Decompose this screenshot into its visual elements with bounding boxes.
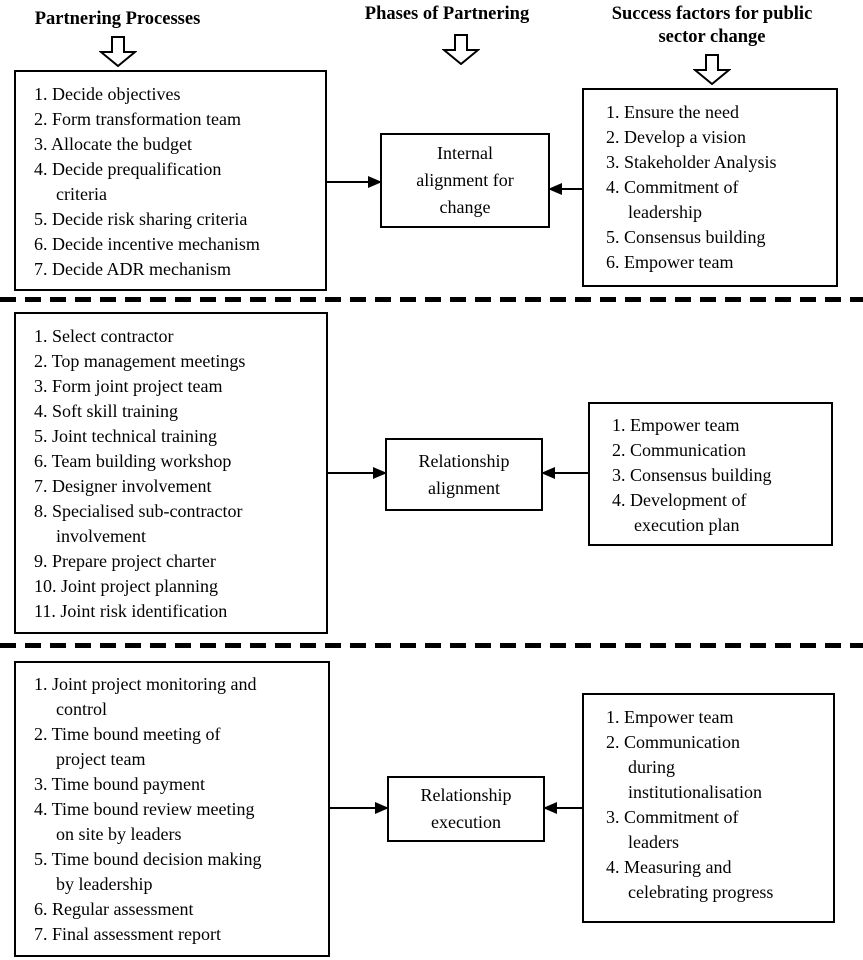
list-item: 3. Form joint project team bbox=[34, 376, 223, 396]
list-item: 4. Soft skill training bbox=[34, 401, 178, 421]
list-item: 1. Ensure the need bbox=[606, 102, 739, 122]
list-item: 5. Time bound decision making by leaders… bbox=[34, 849, 262, 894]
list-item: 8. Specialised sub-contractor involvemen… bbox=[34, 501, 243, 546]
list-item: 4. Commitment of leadership bbox=[606, 177, 739, 222]
factors-box-internal-alignment: 1. Ensure the need 2. Develop a vision 3. … bbox=[582, 88, 838, 287]
list-item: 1. Empower team bbox=[606, 707, 734, 727]
list-item: 6. Decide incentive mechanism bbox=[34, 234, 260, 254]
phase-label: Relationship execution bbox=[420, 785, 512, 832]
factors-box-relationship-alignment: 1. Empower team 2. Communication 3. Consen… bbox=[588, 402, 833, 546]
list-item: 5. Consensus building bbox=[606, 227, 766, 247]
list-item: 7. Final assessment report bbox=[34, 924, 221, 944]
arrowhead-left-icon bbox=[541, 467, 555, 479]
arrow-line bbox=[328, 472, 373, 474]
list-item: 2. Time bound meeting of project team bbox=[34, 724, 221, 769]
process-box-internal-alignment: 1. Decide objectives 2. Form transformati… bbox=[14, 70, 327, 291]
down-block-arrow-icon bbox=[442, 34, 480, 65]
arrowhead-right-icon bbox=[368, 176, 382, 188]
list-item: 2. Develop a vision bbox=[606, 127, 746, 147]
arrow-factors-to-phase-row2 bbox=[541, 466, 590, 480]
arrow-factors-to-phase-row3 bbox=[543, 801, 584, 815]
arrow-process-to-phase-row2 bbox=[328, 466, 387, 480]
list-item: 7. Designer involvement bbox=[34, 476, 212, 496]
down-block-arrow-icon bbox=[99, 36, 137, 67]
process-box-relationship-execution: 1. Joint project monitoring and control 2… bbox=[14, 661, 330, 957]
arrowhead-left-icon bbox=[543, 802, 557, 814]
arrow-line bbox=[330, 807, 375, 809]
list-item: 1. Joint project monitoring and control bbox=[34, 674, 257, 719]
list-item: 3. Allocate the budget bbox=[34, 134, 192, 154]
list-item: 5. Decide risk sharing criteria bbox=[34, 209, 248, 229]
column-header-success-factors: Success factors for public sector change bbox=[611, 4, 813, 47]
list-item: 1. Decide objectives bbox=[34, 84, 181, 104]
arrowhead-right-icon bbox=[373, 467, 387, 479]
list-item: 4. Development of execution plan bbox=[612, 490, 747, 535]
arrow-line bbox=[557, 807, 584, 809]
arrow-process-to-phase-row1 bbox=[327, 175, 382, 189]
list-item: 3. Stakeholder Analysis bbox=[606, 152, 777, 172]
list-item: 3. Consensus building bbox=[612, 465, 772, 485]
phase-box-relationship-alignment: Relationship alignment bbox=[385, 438, 543, 511]
list-item: 2. Top management meetings bbox=[34, 351, 246, 371]
arrow-line bbox=[555, 472, 590, 474]
arrow-line bbox=[562, 188, 584, 190]
dashed-divider-2 bbox=[0, 643, 863, 648]
arrow-factors-to-phase-row1 bbox=[548, 182, 584, 196]
arrow-process-to-phase-row3 bbox=[330, 801, 389, 815]
process-box-relationship-alignment: 1. Select contractor 2. Top management me… bbox=[14, 312, 328, 634]
phase-label: Relationship alignment bbox=[418, 450, 510, 498]
list-item: 1. Empower team bbox=[612, 415, 740, 435]
phase-box-internal-alignment: Internal alignment for change bbox=[380, 133, 550, 228]
list-item: 3. Time bound payment bbox=[34, 774, 206, 794]
list-item: 1. Select contractor bbox=[34, 326, 174, 346]
arrowhead-right-icon bbox=[375, 802, 389, 814]
list-item: 2. Communication during institutionalisa… bbox=[606, 732, 762, 802]
list-item: 6. Regular assessment bbox=[34, 899, 194, 919]
list-item: 11. Joint risk identification bbox=[34, 601, 228, 621]
list-item: 2. Communication bbox=[612, 440, 746, 460]
list-item: 4. Measuring and celebrating progress bbox=[606, 857, 774, 902]
arrowhead-left-icon bbox=[548, 183, 562, 195]
list-item: 4. Decide prequalification criteria bbox=[34, 159, 222, 204]
list-item: 6. Team building workshop bbox=[34, 451, 232, 471]
factors-box-relationship-execution: 1. Empower team 2. Communication during i… bbox=[582, 693, 835, 923]
list-item: 4. Time bound review meeting on site by … bbox=[34, 799, 255, 844]
down-block-arrow-icon bbox=[693, 54, 731, 85]
list-item: 5. Joint technical training bbox=[34, 426, 217, 446]
dashed-divider-1 bbox=[0, 297, 863, 302]
list-item: 10. Joint project planning bbox=[34, 576, 218, 596]
list-item: 6. Empower team bbox=[606, 252, 734, 272]
arrow-line bbox=[327, 181, 368, 183]
phase-label: Internal alignment for change bbox=[416, 143, 514, 217]
list-item: 2. Form transformation team bbox=[34, 109, 241, 129]
list-item: 9. Prepare project charter bbox=[34, 551, 216, 571]
column-header-phases-of-partnering: Phases of Partnering bbox=[364, 4, 530, 24]
column-header-partnering-processes: Partnering Processes bbox=[34, 9, 201, 29]
phase-box-relationship-execution: Relationship execution bbox=[387, 776, 545, 842]
list-item: 3. Commitment of leaders bbox=[606, 807, 739, 852]
list-item: 7. Decide ADR mechanism bbox=[34, 259, 231, 279]
